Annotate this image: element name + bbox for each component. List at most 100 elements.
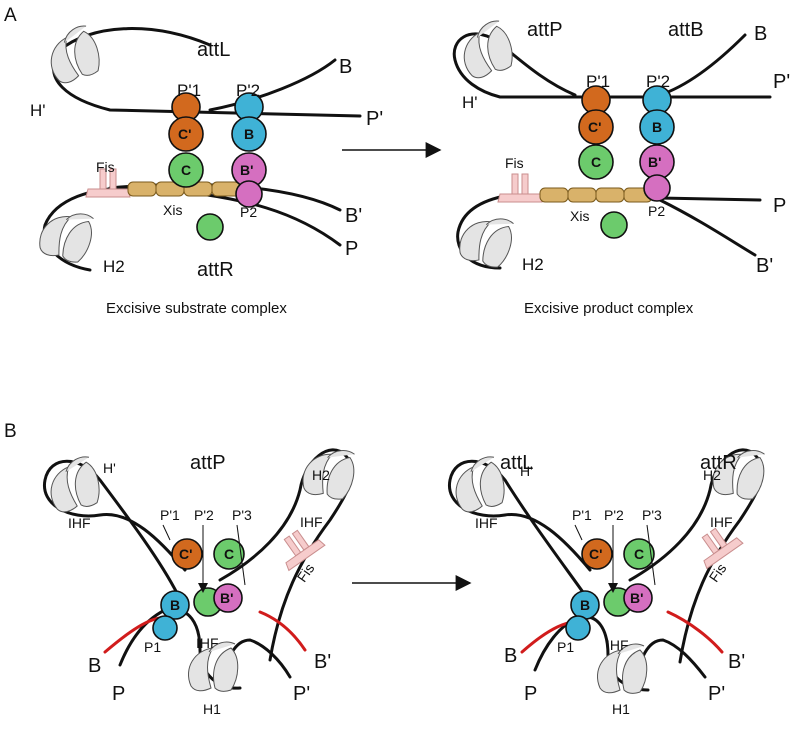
arm-domain-b-icon <box>152 615 178 641</box>
end-label: P' <box>708 683 725 705</box>
h-prime-arm <box>448 459 592 597</box>
ihf-label: IHF <box>475 515 498 531</box>
protein-c-prime <box>581 538 613 570</box>
position-label: P'3 <box>642 507 662 523</box>
ihf-label: IHF <box>300 514 323 530</box>
ihf-label: IHF <box>68 515 91 531</box>
ihf-label: IHF <box>710 514 733 530</box>
protein-b <box>160 590 190 620</box>
end-label: P' <box>773 71 790 93</box>
protein-label: B <box>652 119 662 135</box>
ihf-icon <box>35 204 98 266</box>
position-label: P'3 <box>232 507 252 523</box>
arm-label: H' <box>103 460 116 476</box>
protein-b-prime <box>623 583 653 613</box>
position-label: P'1 <box>177 81 201 100</box>
end-label: P <box>524 683 537 705</box>
p-prime-arm <box>636 638 707 684</box>
xis-icon <box>539 187 569 203</box>
ihf-icon <box>455 209 518 271</box>
xis-icon <box>567 187 597 203</box>
ihf-icon <box>454 17 519 83</box>
position-label: P2 <box>240 204 257 220</box>
protein-label: C <box>181 162 191 178</box>
protein-c <box>578 144 614 180</box>
attl-attr-complex: C' C B B' attL attR H' H2 IHF IHF IHF Fi… <box>448 443 769 717</box>
protein-c <box>213 538 245 570</box>
panel-a-label: A <box>4 5 17 26</box>
protein-c <box>168 152 204 188</box>
end-label: B' <box>314 651 331 673</box>
position-label: P'1 <box>160 507 180 523</box>
end-label: P <box>112 683 125 705</box>
protein-label: B <box>244 126 254 142</box>
end-label: B' <box>345 205 362 227</box>
arm-label: H2 <box>103 257 125 276</box>
free-protein-c-icon <box>196 213 224 241</box>
arm-label: H2 <box>522 255 544 274</box>
position-label: P'2 <box>646 72 670 91</box>
arm-domain-b-icon <box>565 615 591 641</box>
caption: Excisive substrate complex <box>106 300 287 317</box>
protein-label: C <box>224 546 234 562</box>
pointer-line <box>574 524 583 541</box>
arm-domain-b-prime-icon <box>235 180 263 208</box>
protein-label: C' <box>588 119 601 135</box>
bottom-dna-arm-b-prime <box>658 198 757 257</box>
arm-domain-b-prime-icon <box>643 174 671 202</box>
protein-label: C <box>591 154 601 170</box>
protein-label: C' <box>179 546 192 562</box>
h-prime-arm <box>43 459 187 597</box>
arm-label: H2 <box>703 467 721 483</box>
end-label: B' <box>728 651 745 673</box>
p-arm <box>533 615 650 692</box>
end-label: B <box>504 645 517 667</box>
xis-label: Xis <box>570 208 589 224</box>
arm-label: H2 <box>312 467 330 483</box>
protein-b-prime <box>213 583 243 613</box>
site-label-bottom: attR <box>197 259 234 281</box>
protein-b <box>231 116 267 152</box>
arm-label: H' <box>462 93 478 112</box>
position-label: P1 <box>144 639 161 655</box>
end-label: B <box>88 655 101 677</box>
protein-label: C' <box>589 546 602 562</box>
pointer-line <box>162 524 171 541</box>
position-label: P'2 <box>604 507 624 523</box>
position-label: P2 <box>648 203 665 219</box>
site-label-right: attR <box>700 452 737 474</box>
position-label: P'2 <box>236 81 260 100</box>
protein-b <box>639 109 675 145</box>
protein-c <box>623 538 655 570</box>
top-dna-arm-b <box>658 33 747 97</box>
top-dna-strand <box>452 32 772 99</box>
core-dna-right <box>666 610 724 654</box>
protein-c-prime <box>171 538 203 570</box>
protein-label: C' <box>178 126 191 142</box>
end-label: P <box>773 195 786 217</box>
site-label-right: attB <box>668 19 704 41</box>
protein-label: B' <box>648 154 661 170</box>
xis-icon <box>595 187 625 203</box>
protein-label: B <box>580 597 590 613</box>
position-label: P'1 <box>586 72 610 91</box>
end-label: B' <box>756 255 773 277</box>
arm-label: H1 <box>612 701 630 717</box>
pointer-line <box>646 524 656 586</box>
site-label: attP <box>190 452 226 474</box>
fis-label: Fis <box>96 159 115 175</box>
panel-b-label: B <box>4 421 17 442</box>
xis-label: Xis <box>163 202 182 218</box>
site-label-left: attL <box>500 452 533 474</box>
bottom-dna-strand <box>456 193 762 270</box>
core-dna-right <box>258 610 307 652</box>
xis-icon <box>127 181 157 197</box>
ihf-icon <box>43 454 105 516</box>
protein-label: B' <box>240 162 253 178</box>
end-label: B <box>754 23 767 45</box>
product-complex: C' B C B' attP attB P'1 P'2 P2 Fis Xis H… <box>452 17 790 317</box>
fis-icon <box>497 173 543 203</box>
site-label-left: attP <box>527 19 563 41</box>
protein-c-prime <box>578 109 614 145</box>
